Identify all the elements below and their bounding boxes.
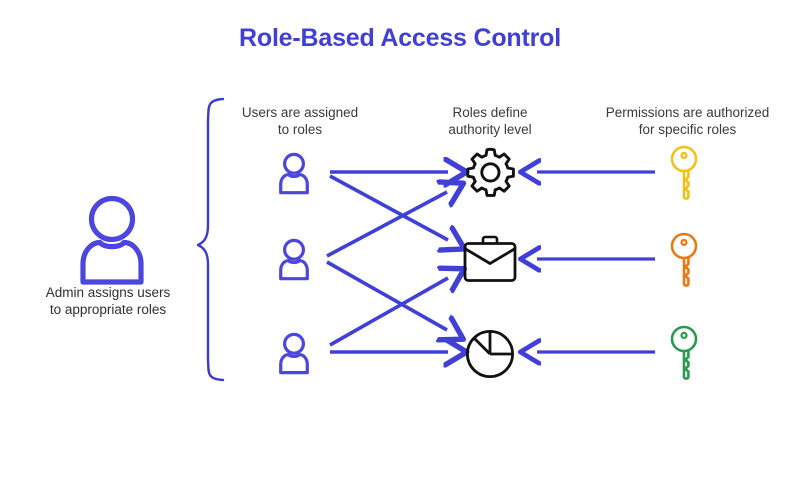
user-node-3 <box>272 325 316 380</box>
person-icon <box>279 152 309 195</box>
briefcase-icon <box>463 235 517 282</box>
arrow-user1-to-briefcase <box>329 174 448 240</box>
role-node-pie <box>464 328 516 380</box>
roles-column-label: Roles define authority level <box>448 105 532 137</box>
page-title: Role-Based Access Control <box>239 24 561 52</box>
key-icon <box>670 325 698 380</box>
person-icon <box>80 195 144 285</box>
user-node-2 <box>272 231 316 286</box>
user-node-1 <box>272 145 316 200</box>
arrow-user3-to-briefcase <box>329 278 448 347</box>
permission-node-1 <box>668 144 700 202</box>
role-node-gear <box>464 146 516 198</box>
gear-icon <box>466 147 515 197</box>
permissions-column-label: Permissions are authorized for specific … <box>605 105 770 137</box>
role-node-briefcase <box>462 234 518 284</box>
person-icon <box>279 332 309 375</box>
users-group-brace <box>196 97 225 382</box>
admin-caption: Admin assigns users to appropriate roles <box>45 285 171 317</box>
admin-node <box>64 192 160 285</box>
arrow-user2-to-gear <box>326 192 447 258</box>
users-column-label: Users are assigned to roles <box>241 105 359 137</box>
key-icon <box>670 232 698 287</box>
key-icon <box>670 145 698 200</box>
permission-node-3 <box>668 324 700 382</box>
permission-node-2 <box>668 231 700 289</box>
arrow-user2-to-pie <box>326 260 447 330</box>
person-icon <box>279 238 309 281</box>
pie-chart-icon <box>465 329 515 379</box>
